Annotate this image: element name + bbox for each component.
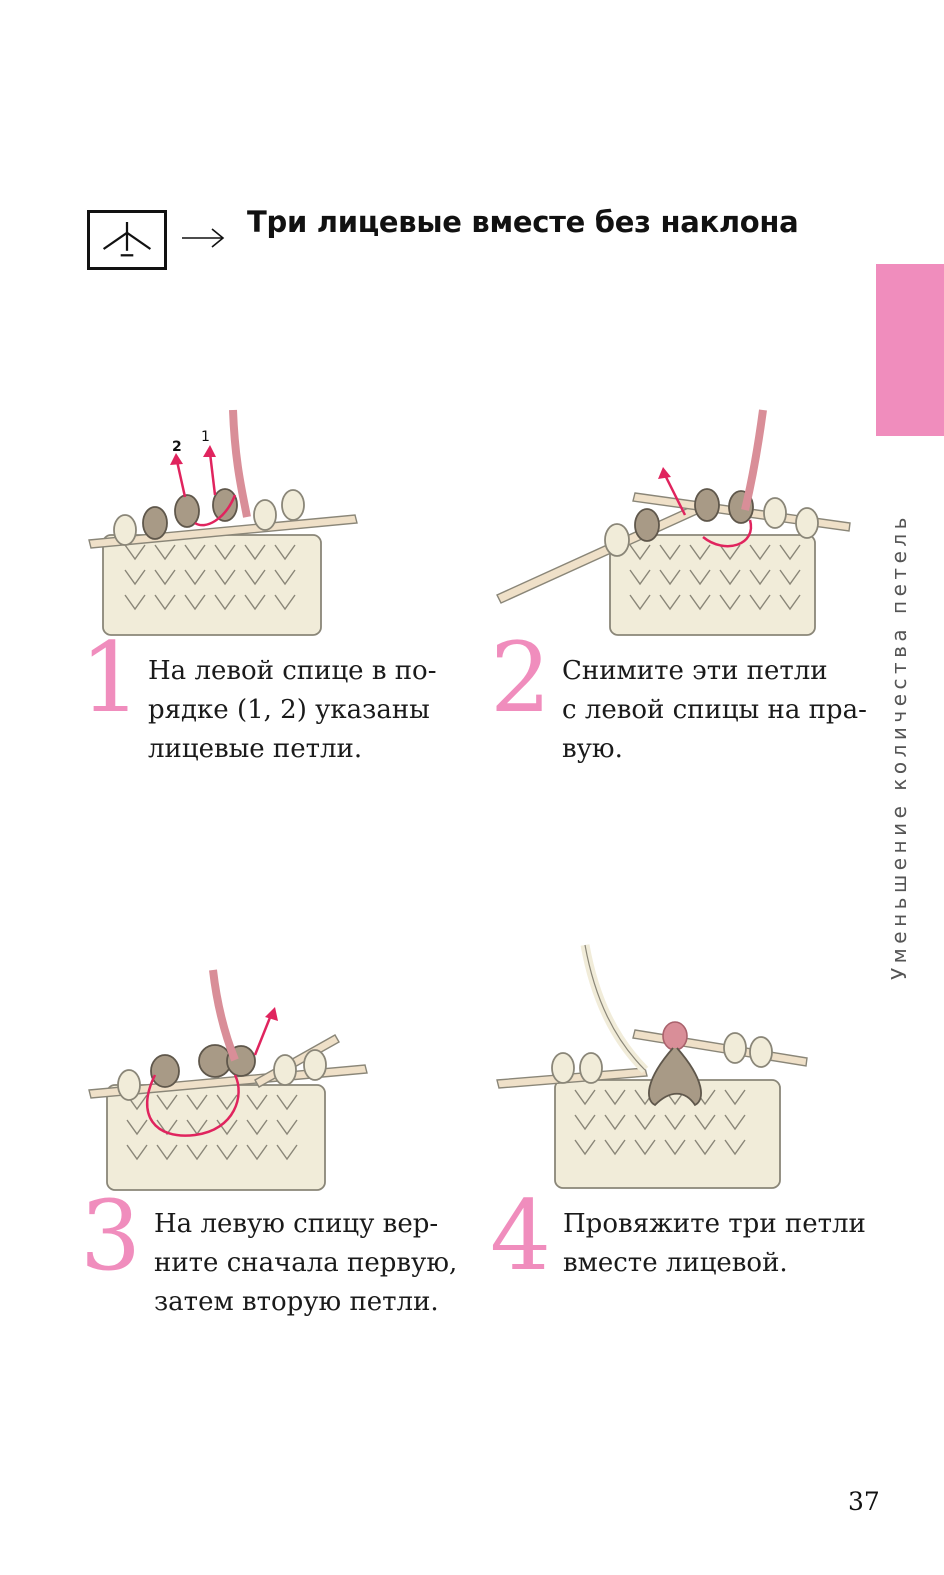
chapter-tab (876, 264, 944, 436)
step-3-illustration (88, 969, 368, 1191)
step-2-illustration (496, 409, 851, 636)
step-2-text: Снимите эти петли с левой спицы на пра- … (562, 656, 867, 764)
page-title: Три лицевые вместе без наклона (247, 205, 799, 239)
step-1-text: На левой спице в по- рядке (1, 2) указан… (148, 656, 437, 764)
step-number-4: 4 (490, 1180, 552, 1292)
step-number-3: 3 (80, 1180, 142, 1292)
page-number: 37 (848, 1487, 880, 1516)
loop-label-2: 2 (172, 439, 182, 455)
step-3-text: На левую спицу вер- ните сначала первую,… (154, 1209, 458, 1317)
step-4-illustration (496, 944, 808, 1189)
right-arrow-icon (182, 228, 225, 248)
step-1-illustration: 2 1 (88, 409, 358, 636)
step-number-1: 1 (80, 622, 142, 734)
step-number-2: 2 (490, 622, 552, 734)
knitting-symbol-icon (87, 210, 167, 270)
loop-label-1: 1 (201, 429, 210, 445)
step-4-text: Провяжите три петли вместе лицевой. (563, 1209, 866, 1278)
chapter-label: Уменьшение количества петель (887, 513, 911, 980)
